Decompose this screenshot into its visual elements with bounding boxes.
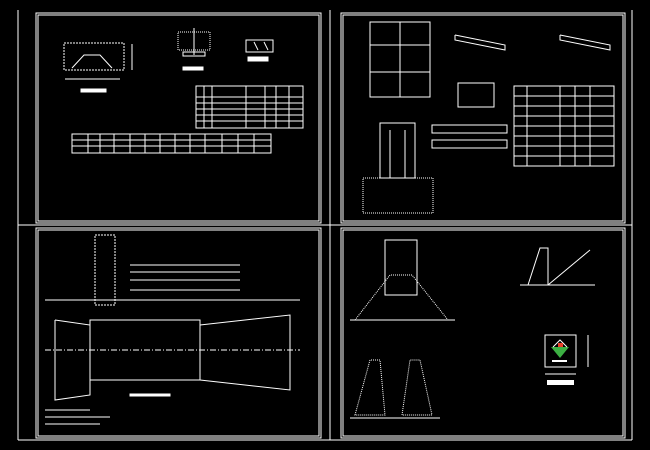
cross-section-drawing [63,42,133,93]
detail-drawing [177,28,211,71]
small-detail [245,39,274,62]
reinforcement-table [513,85,615,167]
sheet-3-bottom-left[interactable] [35,227,322,439]
wing-wall-sections [350,359,440,419]
retaining-wall-detail [520,247,595,286]
elevation-drawing [369,21,431,98]
logo-frame [544,334,589,385]
abutment-section [350,239,455,321]
quantity-table [195,85,304,129]
mountain-logo-icon [551,347,569,358]
notes [45,409,110,425]
plan-view [45,314,300,401]
sheet-frame [17,10,633,441]
longitudinal-section [45,234,300,306]
pier-section [362,122,434,214]
sheet-2-top-right[interactable] [340,12,626,224]
sheet-1-top-left[interactable] [35,12,322,224]
slab-details [431,34,611,149]
material-table [71,133,272,154]
sheet-4-bottom-right[interactable] [340,227,626,439]
